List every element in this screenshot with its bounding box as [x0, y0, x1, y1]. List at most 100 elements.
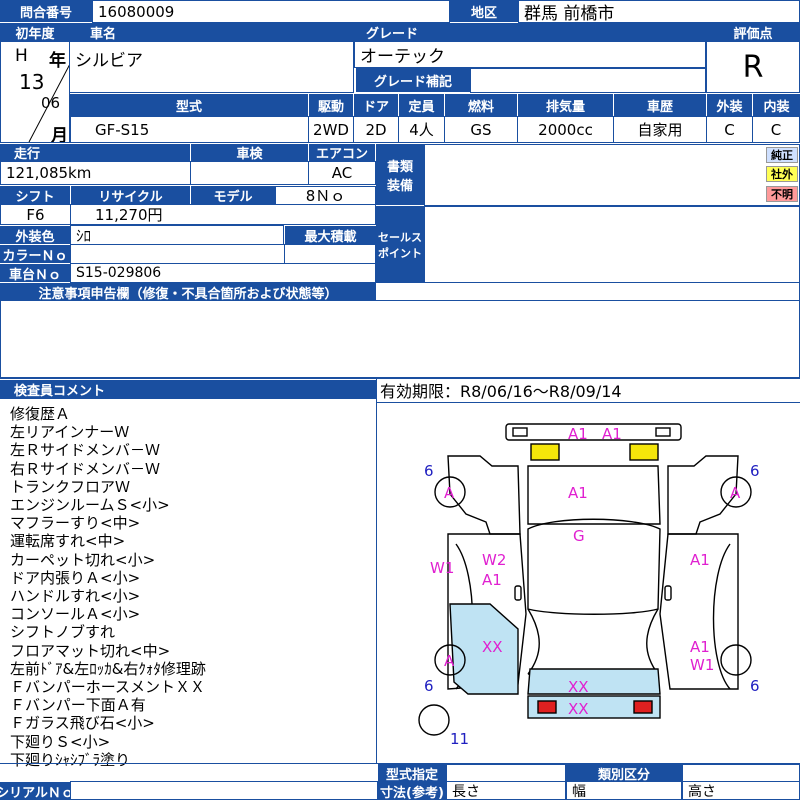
year-era: H — [15, 46, 28, 66]
recycle-label: リサイクル — [71, 186, 190, 205]
model-value: GF-S15 — [70, 116, 309, 143]
inquiry-value: 16080009 — [92, 0, 450, 23]
validity-rule — [376, 402, 800, 403]
score-label: 評価点 — [706, 23, 800, 42]
color-label: 外装色 — [0, 226, 70, 245]
year-tsuki: 月 — [51, 126, 68, 143]
inspector-label: 検査員コメント — [0, 380, 376, 399]
comment-line: エンジンルームＳ<小> — [10, 496, 170, 515]
left-inner-w2: W2 — [482, 551, 506, 569]
year-nen: 年 — [49, 51, 66, 71]
left-mirror — [514, 585, 522, 601]
left-quarter-label: W1 — [430, 559, 454, 577]
comment-line: シフトノブすれ — [10, 623, 116, 642]
comment-line: Ｆバンパー下面Ａ有 — [10, 696, 146, 715]
notes-label: 注意事項申告欄（修復・不具合箇所および状態等） — [0, 283, 376, 302]
length-label: 長さ — [446, 781, 566, 800]
footer-top-rule — [0, 763, 800, 764]
aircon-value: AC — [308, 161, 376, 185]
front-left-light — [537, 700, 557, 714]
drive-label: 駆動 — [309, 94, 353, 116]
left-windshield-line — [527, 608, 540, 675]
tag-aftermarket: 社外 — [766, 166, 798, 182]
tag-genuine: 純正 — [766, 147, 798, 163]
recycle-value: 11,270円 — [70, 204, 376, 225]
year-num: 13 — [19, 70, 45, 94]
comment-line: 左リアインナーＷ — [10, 423, 130, 442]
validity-text: 有効期限：R8/06/16～R8/09/14 — [380, 382, 622, 401]
comment-line: 右Ｒサイドメンバ－Ｗ — [10, 459, 161, 478]
rear-bumper-shape — [505, 423, 682, 441]
documents-label-2: 装備 — [386, 178, 413, 194]
model-designation-label: 型式指定 — [378, 764, 446, 783]
car-name-label: 車名 — [70, 23, 354, 42]
spare-tire — [418, 704, 450, 736]
notes-divider — [376, 300, 800, 301]
tire-rr-count: 6 — [750, 462, 760, 480]
month-num: 06 — [41, 94, 61, 112]
car-name-value: シルビア — [70, 41, 354, 93]
comments-divider — [376, 378, 377, 764]
classification-label: 類別区分 — [566, 764, 682, 783]
comment-line: フロアマット切れ<中> — [10, 641, 171, 660]
trunk-shape — [527, 465, 661, 525]
rear-bumper-left-lamp — [512, 427, 528, 437]
documents-label-1: 書類 — [386, 159, 413, 175]
grade-label: グレード — [354, 23, 706, 42]
tire-fl-count: 6 — [424, 677, 434, 695]
comment-line: トランクフロアＷ — [10, 477, 131, 496]
hood-shape — [527, 668, 661, 695]
score-value: R — [706, 41, 800, 93]
shift-label: シフト — [0, 186, 70, 205]
comment-line: 修復歴Ａ — [10, 405, 71, 423]
year-divider-icon — [28, 64, 69, 142]
tire-rl-count: 6 — [424, 462, 434, 480]
shift-value: F6 — [0, 204, 71, 225]
sales-point-label-2: ポイント — [378, 246, 422, 260]
chassis-no-label: 車台Ｎｏ — [0, 264, 70, 283]
rear-bumper-right-lamp — [655, 427, 671, 437]
right-rear-side — [667, 455, 739, 535]
front-bumper-shape — [527, 695, 661, 719]
tire-rl-grade: A — [444, 484, 455, 502]
comment-line: 下廻りｼｬｼﾌﾞﾗ塗り — [10, 750, 131, 769]
color-no-value — [70, 244, 285, 264]
right-windshield-line — [646, 608, 659, 675]
right-cabin-curve — [712, 543, 731, 690]
right-front-a1: A1 — [690, 638, 710, 656]
comment-line: Ｆガラス飛び石<小> — [10, 714, 155, 733]
region-label: 地区 — [450, 0, 518, 22]
exterior-label: 外装 — [707, 94, 752, 116]
sales-point-area — [424, 206, 800, 283]
grade-supplement-label: グレード補記 — [356, 68, 470, 92]
comment-line: 左前ﾄﾞｱ&左ﾛｯｶ&右ｸｫﾀ修理跡 — [10, 659, 206, 678]
interior-value: C — [752, 116, 800, 143]
top-bumper-a1-right: A1 — [602, 425, 622, 443]
height-label: 高さ — [682, 781, 800, 800]
comment-line: マフラーすり<中> — [10, 514, 141, 533]
right-body-side — [659, 533, 739, 690]
mileage-label: 走行 — [0, 144, 190, 162]
sales-point-label: セールス ポイント — [376, 206, 424, 283]
capacity-value: 4人 — [398, 116, 445, 143]
year-label: 初年度 — [0, 23, 70, 42]
comment-line: ハンドルすれ<小> — [10, 587, 141, 606]
max-load-value — [284, 244, 376, 264]
inquiry-label: 問合番号 — [0, 0, 92, 22]
comment-line: コンソールＡ<小> — [10, 605, 141, 624]
top-bumper-a1-left: A1 — [568, 425, 588, 443]
tire-fl-grade: A — [444, 652, 455, 670]
color-no-label: カラーＮｏ — [0, 245, 70, 264]
comment-line: カーペット切れ<小> — [10, 550, 156, 569]
right-mirror — [664, 585, 672, 601]
right-quarter-label: A1 — [690, 551, 710, 569]
door-label: ドア — [354, 94, 398, 116]
hood-label: XX — [568, 678, 589, 696]
left-inner-a1: A1 — [482, 571, 502, 589]
exterior-value: C — [706, 116, 753, 143]
max-load-label: 最大積載 — [285, 226, 376, 245]
model-no-label: モデル — [191, 186, 275, 205]
tire-front-left — [434, 644, 466, 676]
front-bumper-label: XX — [568, 700, 589, 718]
color-value: ｼﾛ — [70, 225, 284, 245]
